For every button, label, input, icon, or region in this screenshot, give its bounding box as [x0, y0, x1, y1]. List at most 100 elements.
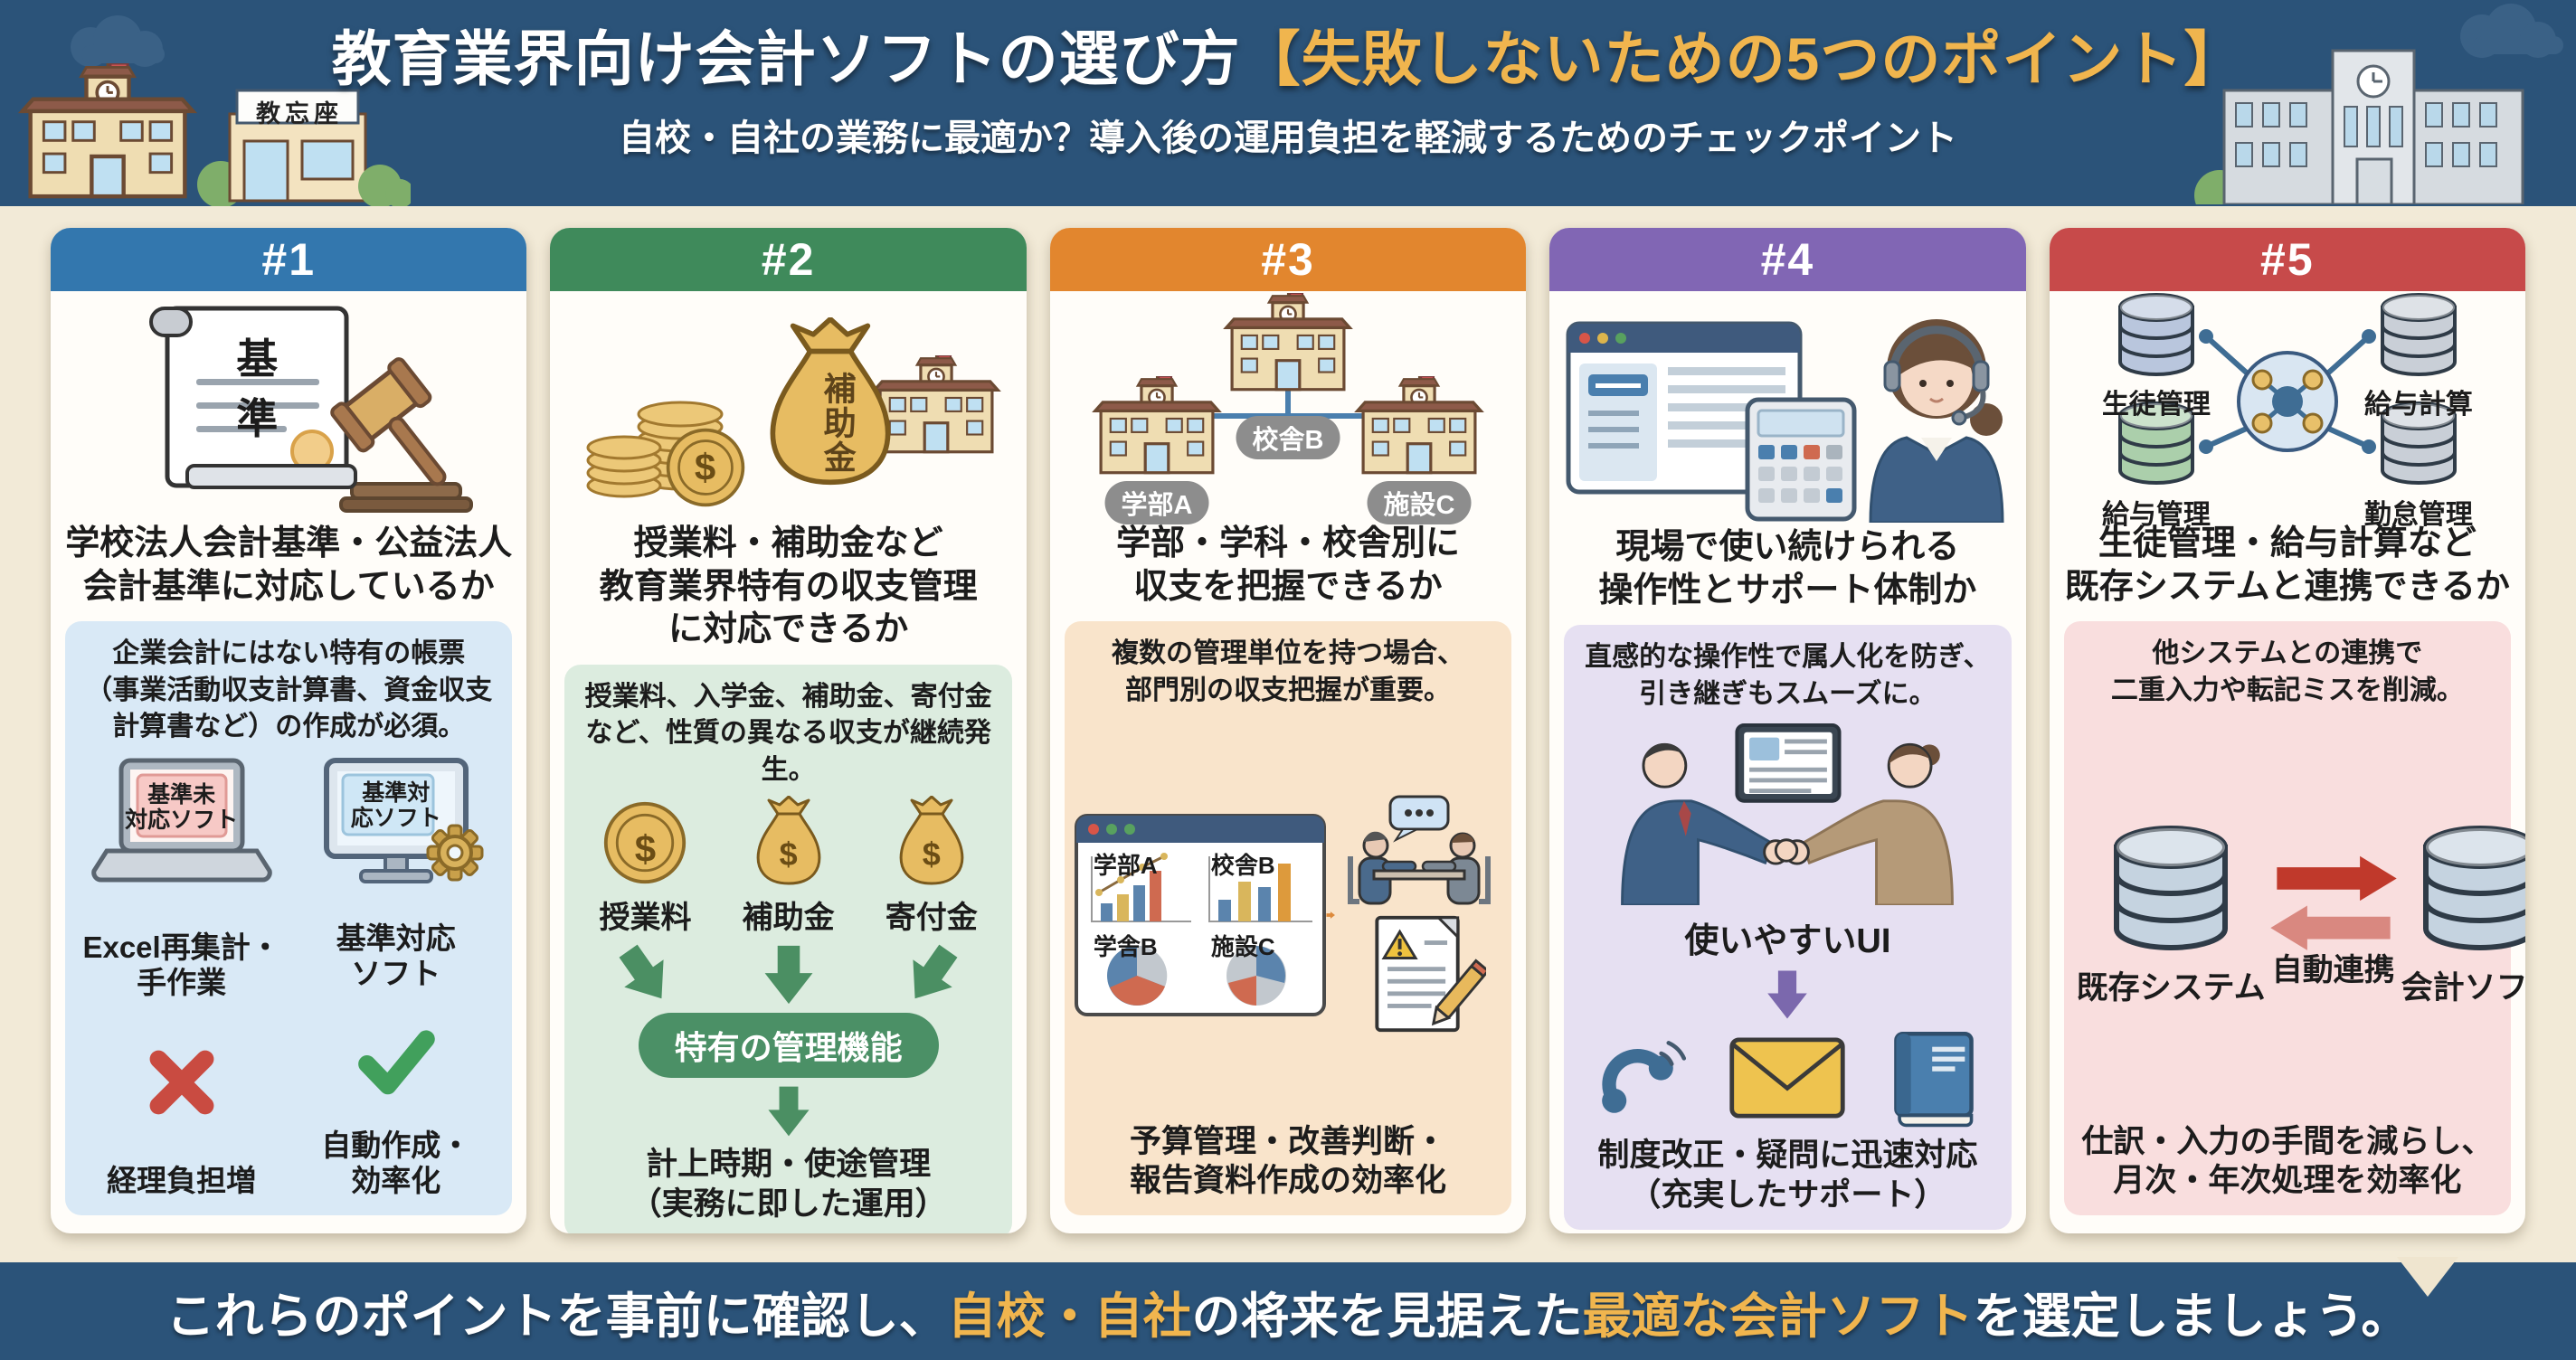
accounting-soft-column: 会計ソフト — [2401, 823, 2526, 1008]
left-buildings-illustration: 教忘座 — [4, 7, 414, 208]
arrow-down-icon — [762, 944, 815, 1006]
arrow-down-icon — [766, 1085, 811, 1138]
accounting-soft-label: 会計ソフト — [2401, 969, 2526, 1006]
right-building-illustration — [2183, 0, 2572, 221]
donation-label: 寄付金 — [885, 901, 978, 935]
arrow-down-left-icon — [892, 935, 971, 1015]
card3-number-banner: #3 — [1049, 228, 1527, 291]
software-support-icon — [1566, 319, 2004, 524]
bad-result: 経理負担増 — [107, 1164, 257, 1198]
card5-description: 他システムとの連携で 二重入力や転記ミスを削減。 — [2110, 638, 2464, 705]
student-db-label: 生徒管理 — [2101, 390, 2211, 420]
card3-result: 予算管理・改善判断・ 報告資料作成の効率化 — [1130, 1123, 1447, 1199]
bad-option-column: 基準未 対応ソフト Excel再集計・ 手作業 経理負担増 — [74, 753, 289, 1202]
card1-illustration: 基準 — [51, 291, 526, 519]
payroll-calc-db-label: 給与計算 — [2363, 390, 2473, 420]
handshake-icon — [1621, 722, 1955, 905]
footer-text-2: の将来を見据えた — [1191, 1289, 1583, 1344]
footer-accent-2: 最適な会計ソフト — [1582, 1289, 1974, 1344]
bag-label: 補助金 — [819, 372, 857, 475]
card-point-5: #5 — [2049, 228, 2526, 1233]
card2-result: 計上時期・使途管理 （実務に即した運用） — [630, 1147, 947, 1222]
support-channels-row — [1573, 1027, 2002, 1129]
card5-heading: 生徒管理・給与計算など 既存システムと連携できるか — [2064, 524, 2510, 606]
dash-label-3: 学舎B — [1093, 933, 1158, 961]
dashboard-window: 学部A 校舎B 学舎B 施設C — [1074, 813, 1327, 1017]
card1-heading: 学校法人会計基準・公益法人 会計基準に対応しているか — [65, 524, 513, 606]
check-icon — [357, 1029, 435, 1094]
card4-illustration — [1549, 291, 2025, 524]
page-title: 教育業界向け会計ソフトの選び方【失敗しないための5つのポイント】 — [0, 11, 2576, 98]
card-point-1: #1 — [51, 228, 527, 1233]
card2-illustration: $ 補助金 — [550, 291, 1026, 519]
dollar-glyph: $ — [922, 835, 941, 873]
meeting-icon — [1348, 795, 1492, 905]
card2-description: 授業料、入学金、補助金、寄付金 など、性質の異なる収支が継続発生。 — [584, 681, 992, 785]
monitor-gear-icon: 基準対 応ソフト — [301, 755, 491, 895]
good-result: 自動作成・ 効率化 — [321, 1129, 471, 1198]
campus-b-pill: 校舎B — [1236, 416, 1340, 459]
salary-db-label: 給与管理 — [2101, 500, 2211, 530]
card-point-4: #4 — [1549, 228, 2026, 1233]
header-band: 教忘座 — [0, 0, 2576, 221]
footer-text-1: これらのポイントを事前に確認し、 — [166, 1289, 948, 1344]
card5-detail-box: 他システムとの連携で 二重入力や転記ミスを削減。 既存システム 自動連携 会計ソ… — [2063, 621, 2526, 1215]
card-point-2: #2 $ 補助金 授業料・補助金など 教育業界特有の収支管理 に対応できるか 授… — [550, 228, 1027, 1233]
analysis-flow: 学部A 校舎B 学舎B 施設C — [1074, 795, 1502, 1035]
dollar-glyph: $ — [634, 826, 657, 870]
existing-system-column: 既存システム — [2077, 823, 2266, 1008]
bad-title: Excel再集計・ 手作業 — [82, 930, 280, 1000]
title-accent: 【失敗しないための5つのポイント】 — [1240, 25, 2245, 92]
report-doc-icon — [1375, 916, 1487, 1033]
tuition-label: 授業料 — [599, 901, 692, 935]
good-device-label: 基準対 応ソフト — [350, 779, 441, 831]
sync-arrows: 自動連携 — [2266, 846, 2401, 989]
manual-book-icon — [1894, 1031, 1975, 1128]
bad-device-label: 基準未 対応ソフト — [125, 781, 239, 833]
arrow-right-icon — [1302, 911, 1359, 919]
faculty-a-pill: 学部A — [1104, 481, 1209, 524]
subsidy-label: 補助金 — [742, 901, 835, 935]
footer-text-3: を選定しましょう。 — [1973, 1289, 2410, 1344]
management-pill: 特有の管理機能 — [638, 1013, 939, 1078]
card4-number-banner: #4 — [1549, 228, 2026, 291]
auto-sync-label: 自動連携 — [2271, 952, 2395, 987]
arrow-down-right-icon — [606, 935, 685, 1015]
database-icon — [2103, 823, 2239, 959]
attendance-db-label: 勤怠管理 — [2363, 500, 2473, 530]
card2-number-banner: #2 — [550, 228, 1027, 291]
arrow-down-icon — [1765, 969, 1810, 1020]
header-titles: 教育業界向け会計ソフトの選び方【失敗しないための5つのポイント】 自校・自社の業… — [0, 11, 2576, 161]
dash-label-2: 校舎B — [1210, 852, 1275, 880]
footer-message: これらのポイントを事前に確認し、自校・自社の将来を見据えた最適な会計ソフトを選定… — [166, 1276, 2410, 1347]
card1-comparison: 基準未 対応ソフト Excel再集計・ 手作業 経理負担増 — [74, 753, 503, 1202]
card5-number-banner: #5 — [2049, 228, 2526, 291]
ui-label: 使いやすいUI — [1684, 922, 1891, 960]
scroll-label: 基準 — [236, 335, 279, 442]
money-bag-icon: $ — [743, 796, 834, 891]
money-bag-icon: $ — [886, 796, 977, 891]
good-option-column: 基準対 応ソフト 基準対応 ソフト 自動作成・ 効率化 — [289, 753, 503, 1202]
meeting-report-column — [1334, 795, 1502, 1035]
coin-icon: $ — [601, 799, 688, 891]
money-school-icon — [586, 292, 999, 507]
database-icon — [2412, 823, 2525, 959]
card1-detail-box: 企業会計にはない特有の帳票 （事業活動収支計算書、資金収支 計算書など）の作成が… — [65, 621, 513, 1215]
income-types-row: $ 授業料 $ 補助金 $ 寄付金 — [573, 796, 1002, 937]
card1-number-banner: #1 — [51, 228, 527, 291]
card4-heading: 現場で使い続けられる 操作性とサポート体制か — [1598, 528, 1977, 609]
coin-dollar: $ — [694, 446, 716, 488]
page-subtitle: 自校・自社の業務に最適か？導入後の運用負担を軽減するためのチェックポイント — [619, 118, 1957, 158]
good-title: 基準対応 ソフト — [336, 921, 456, 991]
donation-item: $ 寄付金 — [886, 796, 978, 937]
sync-diagram: 既存システム 自動連携 会計ソフト — [2073, 823, 2526, 1008]
tuition-item: $ 授業料 — [599, 799, 691, 937]
card5-result: 仕訳・入力の手間を減らし、 月次・年次処理を効率化 — [2081, 1123, 2494, 1199]
card4-result: 制度改正・疑問に迅速対応 （充実したサポート） — [1597, 1138, 1978, 1213]
dash-label-4: 施設C — [1210, 933, 1275, 961]
title-main: 教育業界向け会計ソフトの選び方 — [331, 25, 1241, 92]
cross-icon — [149, 1050, 214, 1115]
footer-band: これらのポイントを事前に確認し、自校・自社の将来を見据えた最適な会計ソフトを選定… — [0, 1262, 2576, 1360]
card1-description: 企業会計にはない特有の帳票 （事業活動収支計算書、資金収支 計算書など）の作成が… — [85, 638, 493, 741]
card2-heading: 授業料・補助金など 教育業界特有の収支管理 に対応できるか — [599, 524, 978, 648]
